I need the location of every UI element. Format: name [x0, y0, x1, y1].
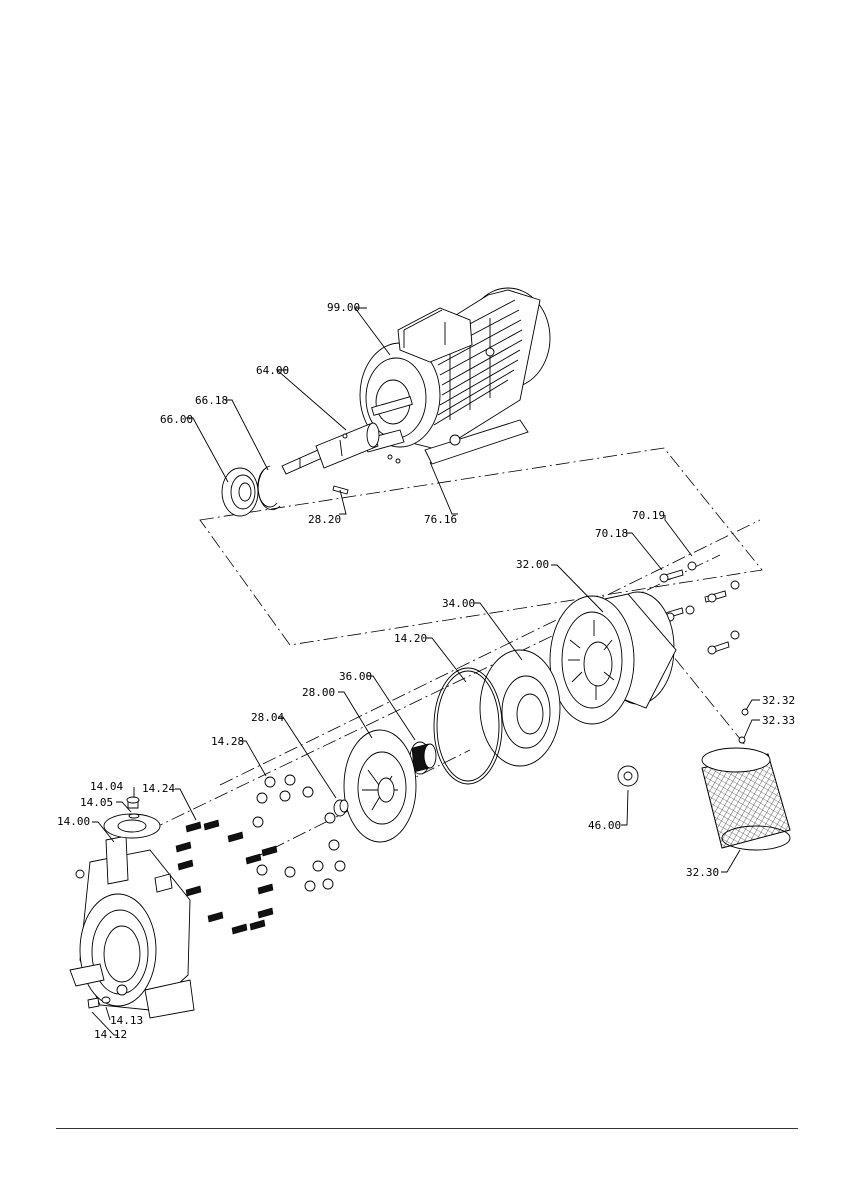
- label-34-00: 34.00: [442, 597, 475, 610]
- label-14-00: 14.00: [57, 815, 90, 828]
- label-14-28: 14.28: [211, 735, 244, 748]
- label-70-18: 70.18: [595, 527, 628, 540]
- impeller-part: [344, 730, 416, 842]
- label-32-32: 32.32: [762, 694, 795, 707]
- label-14-05: 14.05: [80, 796, 113, 809]
- label-66-00: 66.00: [160, 413, 193, 426]
- label-14-24: 14.24: [142, 782, 175, 795]
- pump-casing-part: [70, 814, 194, 1018]
- label-46-00: 46.00: [588, 819, 621, 832]
- washer-part: [618, 766, 638, 786]
- label-28-00: 28.00: [302, 686, 335, 699]
- label-64-00: 64.00: [256, 364, 289, 377]
- label-99-00: 99.00: [327, 301, 360, 314]
- label-36-00: 36.00: [339, 670, 372, 683]
- casing-nuts-part: [253, 775, 345, 891]
- label-28-04: 28.04: [251, 711, 284, 724]
- label-32-33: 32.33: [762, 714, 795, 727]
- seal-cover-part: [480, 650, 560, 766]
- label-14-04: 14.04: [90, 780, 123, 793]
- label-70-19: 70.19: [632, 509, 665, 522]
- label-14-13: 14.13: [110, 1014, 143, 1027]
- label-76-16: 76.16: [424, 513, 457, 526]
- label-14-20: 14.20: [394, 632, 427, 645]
- label-32-00: 32.00: [516, 558, 549, 571]
- impeller-nut-part: [334, 800, 348, 816]
- footer-rule: [56, 1128, 798, 1129]
- casing-studs-part: [176, 820, 277, 934]
- label-66-18: 66.18: [195, 394, 228, 407]
- bracket-part: [550, 592, 676, 724]
- label-32-30: 32.30: [686, 866, 719, 879]
- bearing-part: [222, 468, 258, 516]
- circlip-part: [258, 466, 280, 510]
- motor-part: [360, 288, 550, 464]
- center-lines: [150, 520, 760, 860]
- coupling-guard-part: [702, 709, 790, 850]
- label-28-20: 28.20: [308, 513, 341, 526]
- label-14-12: 14.12: [94, 1028, 127, 1041]
- assembly-boundary: [200, 448, 762, 645]
